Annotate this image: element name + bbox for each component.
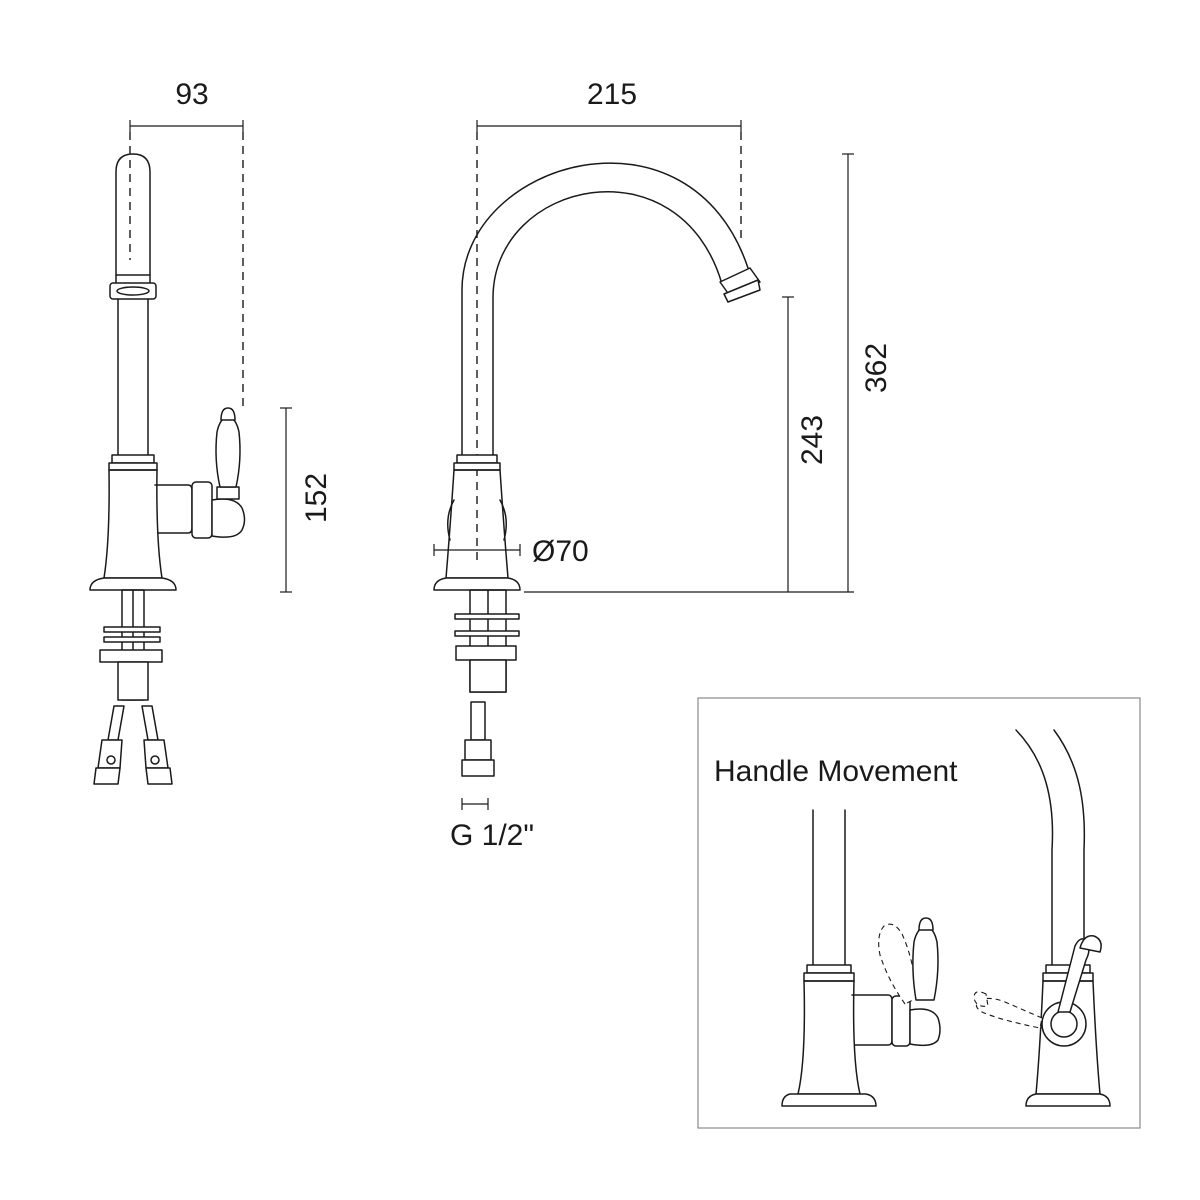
inset-side-body bbox=[797, 980, 861, 1095]
inset-frame bbox=[697, 697, 1141, 1129]
front-base bbox=[433, 577, 521, 591]
side-hose-right bbox=[141, 705, 159, 741]
inset-front-lever-ghost bbox=[975, 997, 1043, 1029]
front-fitting bbox=[461, 759, 495, 777]
side-fitting-left bbox=[93, 767, 121, 785]
side-handle-hub bbox=[154, 484, 193, 534]
front-aerator bbox=[719, 267, 761, 297]
side-lever-handle bbox=[215, 415, 241, 488]
side-body bbox=[103, 469, 163, 579]
side-hose-left bbox=[107, 705, 125, 741]
front-spout-inner bbox=[492, 190, 723, 456]
inset-front-spout-inner bbox=[1053, 729, 1086, 966]
dim-label-front-reach: 215 bbox=[587, 78, 637, 111]
side-fitting-right bbox=[145, 767, 173, 785]
inset-front-spout-outer bbox=[1015, 729, 1054, 966]
side-spout-ring bbox=[109, 282, 157, 300]
dim-label-total-height: 362 bbox=[860, 343, 893, 393]
front-spout-outer bbox=[461, 162, 749, 456]
inset-lever-ghost bbox=[878, 923, 918, 1005]
side-base bbox=[89, 577, 177, 591]
front-view: 215 Ø70 bbox=[433, 78, 893, 852]
dim-label-handle-height: 152 bbox=[300, 473, 333, 523]
dim-label-side-width: 93 bbox=[175, 78, 208, 111]
side-view: 93 bbox=[89, 78, 333, 785]
dim-label-thread: G 1/2" bbox=[450, 819, 534, 852]
dim-label-base-diameter: Ø70 bbox=[532, 535, 589, 568]
front-hose bbox=[470, 701, 486, 741]
side-lever-knob bbox=[211, 498, 246, 538]
inset-lever bbox=[912, 925, 939, 1001]
inset-title: Handle Movement bbox=[714, 755, 958, 788]
dim-label-spout-height: 243 bbox=[796, 415, 829, 465]
side-spout-tube bbox=[115, 153, 151, 284]
handle-movement-inset: Handle Movement bbox=[697, 697, 1141, 1129]
